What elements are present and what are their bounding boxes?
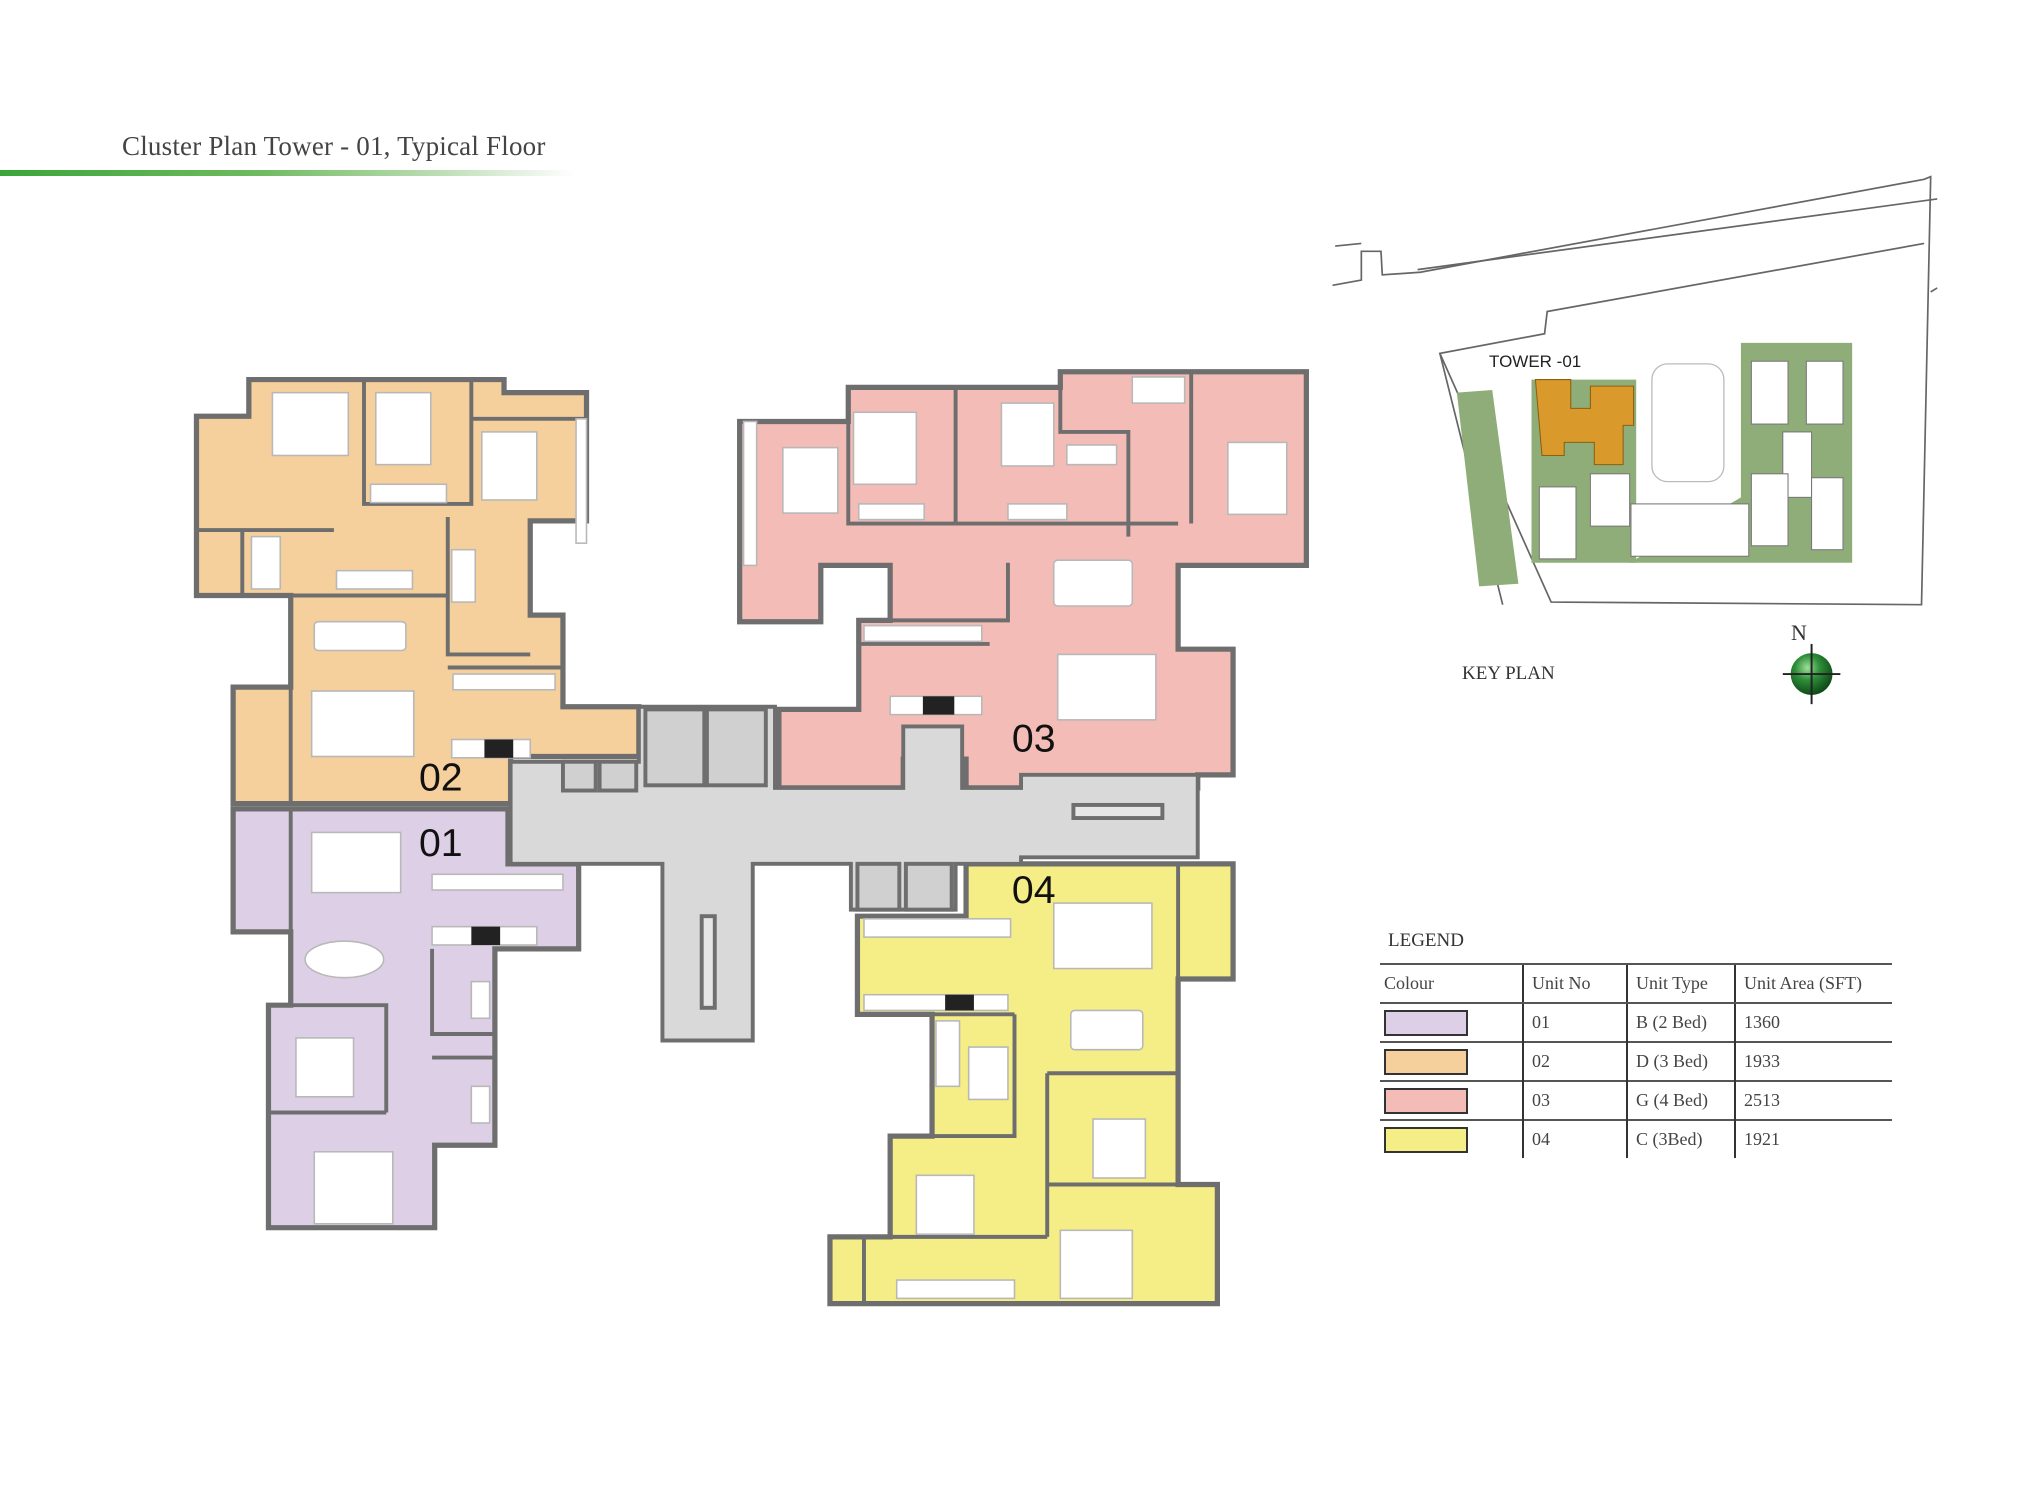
legend-unit-no: 04 xyxy=(1522,1119,1627,1158)
key-plan-landscape xyxy=(1456,342,1853,587)
legend-row: 03 G (4 Bed) 2513 xyxy=(1380,1080,1892,1120)
legend-unit-type: C (3Bed) xyxy=(1626,1119,1735,1158)
tower-01-highlight xyxy=(1534,379,1635,466)
legend-swatch-01 xyxy=(1384,1009,1468,1036)
legend-header-row: Colour Unit No Unit Type Unit Area (SFT) xyxy=(1380,963,1892,1004)
key-plan-label: KEY PLAN xyxy=(1462,663,1555,684)
page-title: Cluster Plan Tower - 01, Typical Floor xyxy=(122,131,546,161)
legend-unit-area: 1360 xyxy=(1734,1002,1892,1042)
north-compass-icon xyxy=(1782,643,1841,705)
unit-label-01: 01 xyxy=(419,821,463,865)
legend-header-unit-area: Unit Area (SFT) xyxy=(1734,963,1892,1004)
legend-unit-type: G (4 Bed) xyxy=(1626,1080,1735,1120)
unit-label-02: 02 xyxy=(419,756,463,800)
legend-unit-area: 1933 xyxy=(1734,1041,1892,1081)
unit-label-04: 04 xyxy=(1012,868,1056,912)
legend-header-unit-type: Unit Type xyxy=(1626,963,1735,1004)
legend-unit-no: 02 xyxy=(1522,1041,1627,1081)
legend-row: 04 C (3Bed) 1921 xyxy=(1380,1119,1892,1158)
legend-unit-type: B (2 Bed) xyxy=(1626,1002,1735,1042)
legend-unit-type: D (3 Bed) xyxy=(1626,1041,1735,1081)
legend-unit-no: 03 xyxy=(1522,1080,1627,1120)
tower-01-label: TOWER -01 xyxy=(1489,352,1582,371)
unit-label-03: 03 xyxy=(1012,716,1056,760)
legend-header-unit-no: Unit No xyxy=(1522,963,1627,1004)
legend-swatch-03 xyxy=(1384,1087,1468,1114)
legend-row: 02 D (3 Bed) 1933 xyxy=(1380,1041,1892,1081)
legend-unit-area: 1921 xyxy=(1734,1119,1892,1158)
legend-header-colour: Colour xyxy=(1380,963,1523,1004)
unit-02[interactable] xyxy=(193,376,642,807)
legend-unit-area: 2513 xyxy=(1734,1080,1892,1120)
unit-03[interactable] xyxy=(737,369,1309,791)
north-label: N xyxy=(1791,620,1807,645)
unit-04[interactable] xyxy=(827,861,1236,1307)
key-plan-site xyxy=(1332,175,1938,606)
legend-table: Colour Unit No Unit Type Unit Area (SFT)… xyxy=(1380,963,1892,1158)
unit-01[interactable] xyxy=(230,806,582,1231)
legend-swatch-02 xyxy=(1384,1048,1468,1075)
legend-swatch-04 xyxy=(1384,1126,1468,1153)
legend-row: 01 B (2 Bed) 1360 xyxy=(1380,1002,1892,1042)
building-core xyxy=(508,704,1200,1043)
legend-title: LEGEND xyxy=(1388,930,1464,951)
legend-unit-no: 01 xyxy=(1522,1002,1627,1042)
title-underline xyxy=(0,170,575,176)
